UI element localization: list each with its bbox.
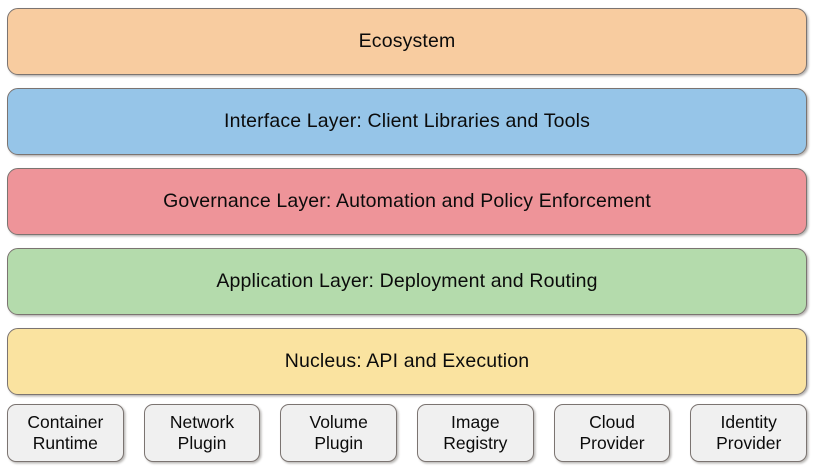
plugin-label-line1: Volume bbox=[309, 412, 368, 433]
layer-bar-interface-layer[interactable]: Interface Layer: Client Libraries and To… bbox=[7, 88, 807, 155]
plugin-box-volume-plugin[interactable]: Volume Plugin bbox=[280, 404, 398, 462]
layer-bar-governance-layer[interactable]: Governance Layer: Automation and Policy … bbox=[7, 168, 807, 235]
plugin-label-line2: Plugin bbox=[314, 433, 363, 453]
layer-bar-application-layer[interactable]: Application Layer: Deployment and Routin… bbox=[7, 248, 807, 315]
layer-bar-ecosystem[interactable]: Ecosystem bbox=[7, 8, 807, 75]
plugin-label-line2: Runtime bbox=[32, 433, 98, 453]
plugin-row: Container Runtime Network Plugin Volume … bbox=[7, 404, 808, 462]
plugin-label-line1: Container bbox=[27, 412, 104, 433]
layer-label-application-layer: Application Layer: Deployment and Routin… bbox=[216, 269, 598, 292]
plugin-label-line2: Plugin bbox=[177, 433, 227, 453]
plugin-box-identity-provider[interactable]: Identity Provider bbox=[690, 404, 808, 462]
plugin-label-line1: Network bbox=[169, 412, 235, 433]
plugin-label-line2: Provider bbox=[579, 433, 645, 453]
plugin-label-line1: Identity bbox=[720, 412, 777, 433]
plugin-box-network-plugin[interactable]: Network Plugin bbox=[143, 404, 261, 462]
layer-label-interface-layer: Interface Layer: Client Libraries and To… bbox=[224, 109, 590, 132]
plugin-box-cloud-provider[interactable]: Cloud Provider bbox=[553, 404, 671, 462]
plugin-label-line1: Cloud bbox=[589, 412, 635, 433]
layer-bar-nucleus[interactable]: Nucleus: API and Execution bbox=[7, 328, 807, 395]
plugin-label-line1: Image bbox=[451, 412, 500, 433]
layer-stack: Ecosystem Interface Layer: Client Librar… bbox=[7, 8, 807, 395]
layer-label-nucleus: Nucleus: API and Execution bbox=[284, 349, 530, 372]
plugin-label-line2: Registry bbox=[443, 433, 508, 453]
layer-label-governance-layer: Governance Layer: Automation and Policy … bbox=[163, 189, 651, 212]
layer-label-ecosystem: Ecosystem bbox=[358, 29, 456, 52]
plugin-label-line2: Provider bbox=[716, 433, 782, 453]
plugin-box-container-runtime[interactable]: Container Runtime bbox=[7, 404, 124, 462]
plugin-box-image-registry[interactable]: Image Registry bbox=[417, 404, 534, 462]
